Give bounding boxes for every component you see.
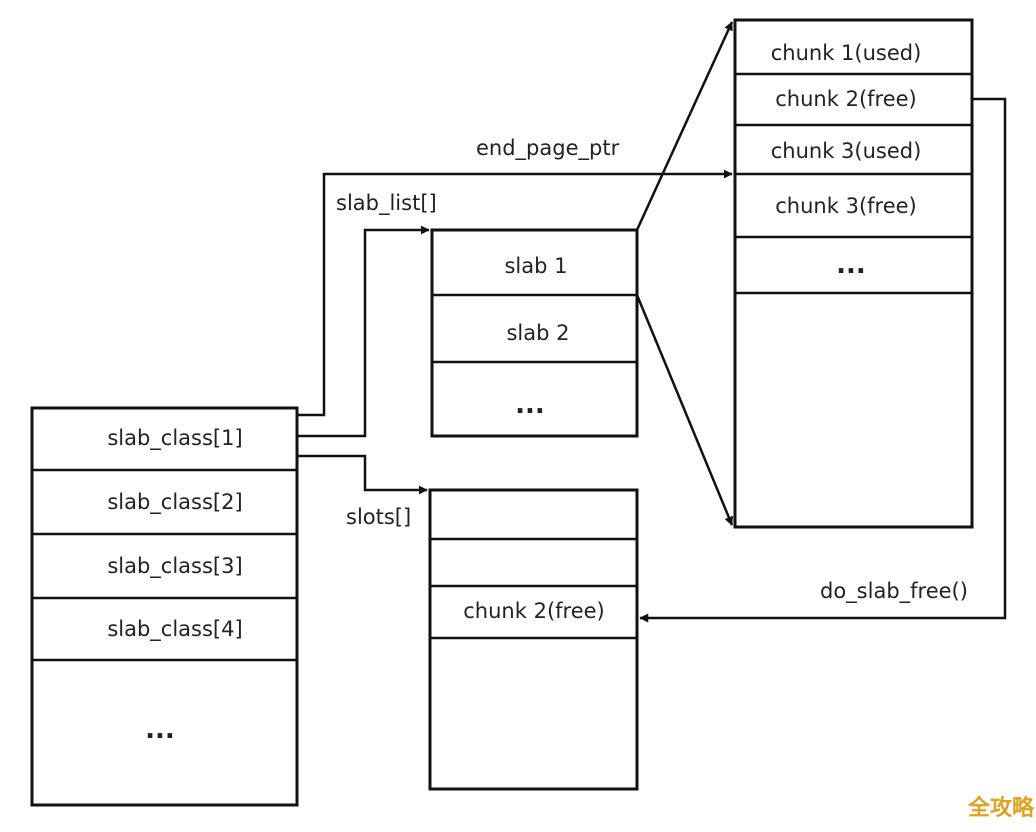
chunk-3-free: chunk 3(free): [775, 194, 916, 218]
slab-class-3: slab_class[3]: [107, 554, 242, 579]
slab-class-ellipsis: ...: [145, 715, 175, 745]
slots-table: chunk 2(free): [428, 488, 639, 791]
chunk-2-free: chunk 2(free): [775, 87, 916, 111]
slot-chunk-2-free: chunk 2(free): [463, 599, 604, 623]
do-slab-free-arrow: [639, 97, 1007, 623]
slots-table-border: [428, 488, 639, 791]
slab-1: slab 1: [504, 254, 567, 278]
watermark: 全攻略: [967, 795, 1035, 821]
slots-arrow: [297, 454, 428, 495]
slab-class-table: slab_class[1] slab_class[2] slab_class[3…: [30, 406, 299, 807]
slab-1-to-chunks-arrow: [635, 21, 734, 231]
slab-class-4: slab_class[4]: [107, 617, 242, 642]
slab-class-table-border: [30, 406, 299, 807]
slab-class-2: slab_class[2]: [107, 490, 242, 515]
chunk-table-border: [733, 18, 974, 529]
chunk-ellipsis: ...: [836, 250, 866, 280]
slab-2: slab 2: [506, 321, 569, 345]
end-page-ptr-arrow: [297, 169, 733, 417]
slots-label: slots[]: [346, 505, 411, 529]
end-page-ptr-label: end_page_ptr: [476, 136, 620, 161]
slab-list-table-border: [430, 228, 639, 438]
slab-class-1: slab_class[1]: [107, 426, 242, 451]
do-slab-free-label: do_slab_free(): [820, 579, 968, 604]
chunk-table: chunk 1(used) chunk 2(free) chunk 3(used…: [733, 18, 974, 529]
chunk-1-used: chunk 1(used): [771, 41, 922, 65]
chunk-3-used: chunk 3(used): [771, 139, 922, 163]
slab-list-table: slab 1 slab 2 ...: [430, 228, 639, 438]
slab-list-ellipsis: ...: [515, 390, 545, 420]
slab-list-label: slab_list[]: [336, 191, 437, 216]
slab-list-arrow: [297, 225, 430, 438]
slab-2-to-chunks-arrow: [635, 294, 734, 526]
